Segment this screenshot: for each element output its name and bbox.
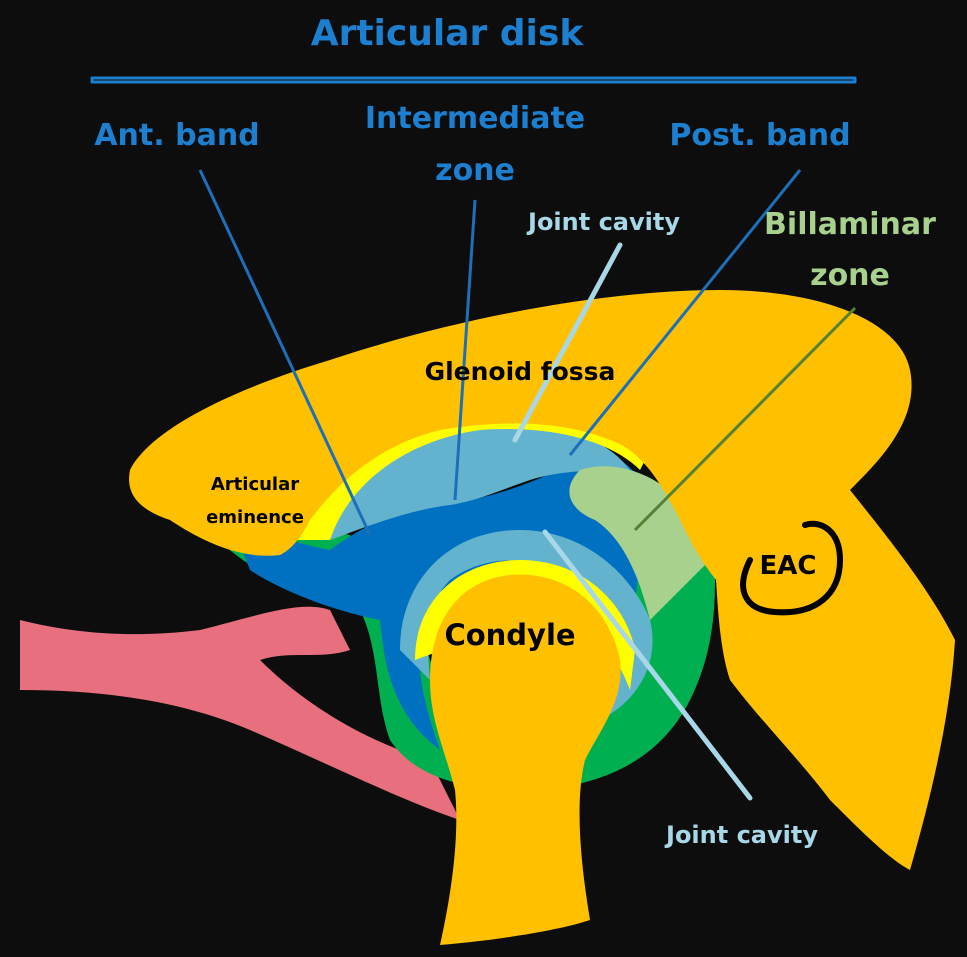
label-joint-cavity-bottom: Joint cavity: [664, 821, 818, 849]
label-post-band: Post. band: [669, 118, 850, 153]
label-ant-band: Ant. band: [94, 118, 259, 153]
label-glenoid-fossa: Glenoid fossa: [425, 357, 616, 386]
label-billaminar-line2: zone: [810, 258, 890, 293]
label-intermediate-zone-line1: Intermediate: [365, 101, 585, 136]
diagram-title: Articular disk: [311, 13, 585, 54]
label-eac: EAC: [760, 551, 817, 581]
label-intermediate-zone-line2: zone: [435, 153, 515, 188]
label-joint-cavity-top: Joint cavity: [526, 208, 680, 236]
label-articular-eminence-line2: eminence: [206, 507, 304, 528]
label-articular-eminence-line1: Articular: [211, 474, 299, 495]
label-billaminar-line1: Billaminar: [764, 207, 936, 242]
label-condyle: Condyle: [444, 618, 575, 652]
